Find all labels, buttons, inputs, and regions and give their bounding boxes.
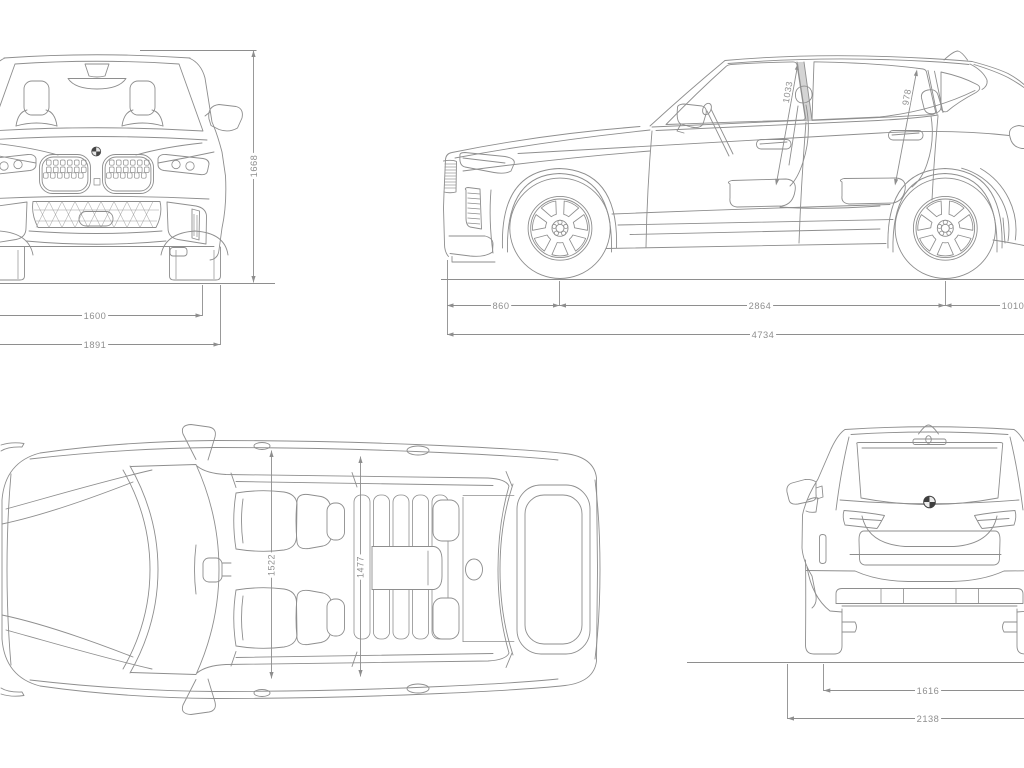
svg-text:1891: 1891 [84, 340, 107, 350]
svg-text:1033: 1033 [781, 80, 795, 103]
svg-text:1600: 1600 [84, 311, 107, 321]
svg-text:978: 978 [900, 88, 913, 106]
svg-text:1010: 1010 [1002, 301, 1024, 311]
svg-text:1477: 1477 [356, 556, 366, 578]
svg-text:1616: 1616 [917, 686, 940, 696]
svg-text:4734: 4734 [752, 330, 775, 340]
svg-text:860: 860 [492, 301, 509, 311]
svg-text:1668: 1668 [249, 155, 259, 178]
svg-text:2864: 2864 [749, 301, 772, 311]
svg-text:2138: 2138 [917, 714, 940, 724]
svg-text:1522: 1522 [267, 554, 277, 576]
